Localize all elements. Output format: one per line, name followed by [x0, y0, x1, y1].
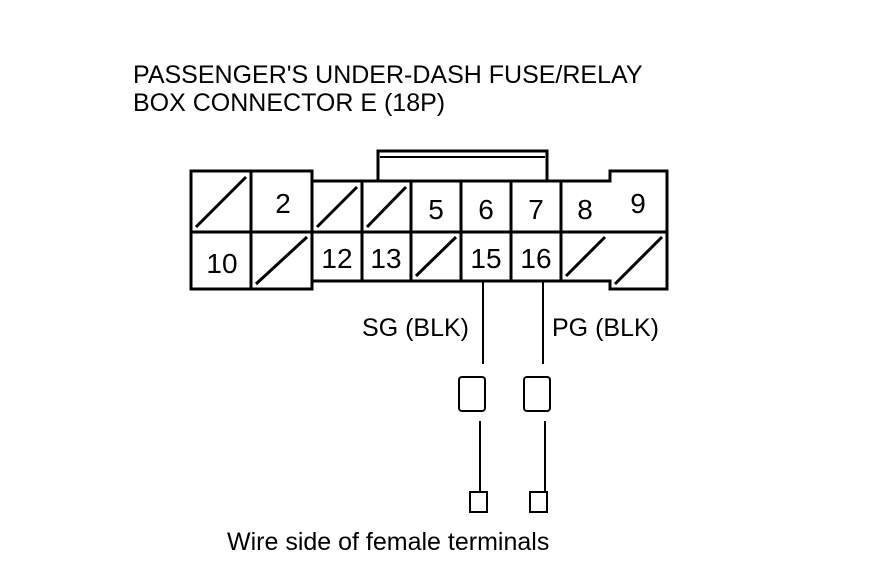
- pin-8: 8: [577, 194, 593, 225]
- empty-cavity-slash: [315, 185, 359, 229]
- empty-cavity-slash: [194, 175, 248, 229]
- pin-12: 12: [321, 243, 352, 274]
- pin-6: 6: [478, 194, 494, 225]
- sg-probe-handle: [458, 376, 486, 412]
- pin-16: 16: [520, 243, 551, 274]
- pg-probe-tip: [529, 491, 548, 513]
- pin-15: 15: [470, 243, 501, 274]
- title-line-1: PASSENGER'S UNDER-DASH FUSE/RELAY: [133, 61, 643, 89]
- pg-wire-label: PG (BLK): [552, 314, 659, 342]
- empty-cavity-slash: [365, 185, 408, 229]
- pin-13: 13: [370, 243, 401, 274]
- empty-cavity-slash: [414, 235, 458, 278]
- pin-7: 7: [528, 194, 544, 225]
- connector-outline: [189, 169, 669, 291]
- empty-cavity-slash: [254, 235, 309, 286]
- pin-10: 10: [206, 248, 237, 279]
- test-leads: [458, 281, 551, 513]
- connector-body: [189, 149, 669, 291]
- title-line-2: BOX CONNECTOR E (18P): [133, 89, 445, 117]
- pin-2: 2: [275, 188, 291, 219]
- sg-probe-tip: [469, 491, 488, 513]
- pg-probe-handle: [523, 376, 551, 412]
- pin-9: 9: [630, 188, 646, 219]
- empty-cavity-slash: [613, 235, 664, 286]
- pin-5: 5: [428, 194, 444, 225]
- lock-tab: [376, 149, 549, 181]
- empty-cavity-slash: [564, 235, 607, 278]
- sg-wire-label: SG (BLK): [362, 314, 469, 342]
- caption: Wire side of female terminals: [227, 528, 549, 556]
